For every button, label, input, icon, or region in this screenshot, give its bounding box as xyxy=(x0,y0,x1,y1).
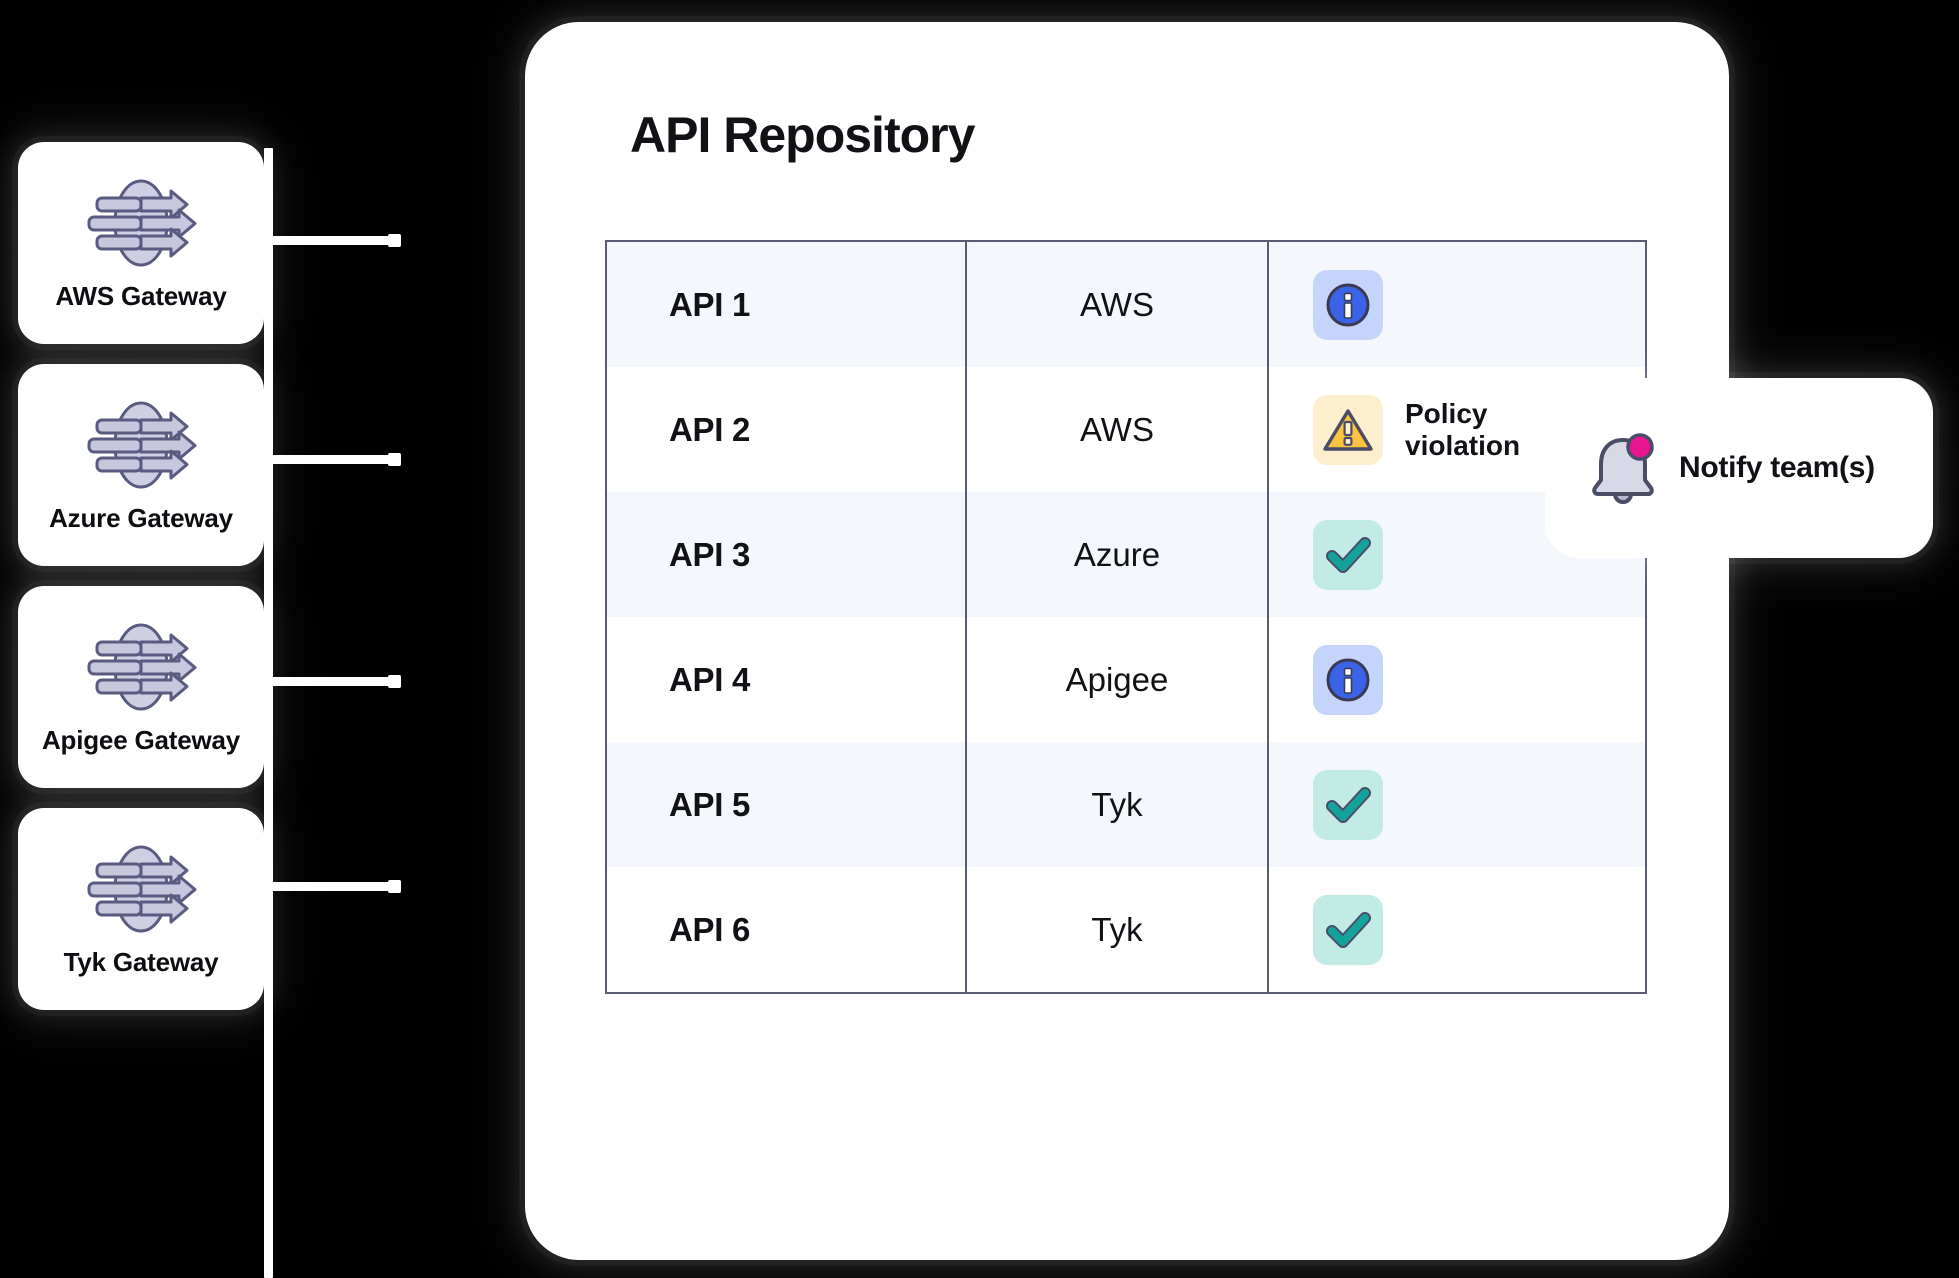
info-icon xyxy=(1313,269,1383,340)
gateway-card-tyk[interactable]: Tyk Gateway xyxy=(18,808,264,1010)
table-row[interactable]: API 1 AWS xyxy=(606,241,1646,367)
api-table: API 1 AWS xyxy=(605,240,1647,994)
check-icon xyxy=(1313,894,1383,965)
cell-api-name: API 1 xyxy=(606,241,967,367)
gateway-list: AWS Gateway Azure Gateway xyxy=(18,142,264,1278)
connector-wires xyxy=(264,0,534,1278)
info-icon xyxy=(1313,644,1383,715)
cell-status xyxy=(1268,867,1646,993)
gateway-card-apigee[interactable]: Apigee Gateway xyxy=(18,586,264,788)
connector-cap-tyk xyxy=(388,880,401,893)
status-label: Policy violation xyxy=(1405,398,1521,461)
table-row[interactable]: API 3 Azure xyxy=(606,492,1646,617)
connector-cap-apigee xyxy=(388,675,401,688)
cell-api-name: API 6 xyxy=(606,867,967,993)
connector-branch-apigee xyxy=(264,677,394,686)
connector-cap-aws xyxy=(388,234,401,247)
cell-status xyxy=(1268,617,1646,742)
table-row[interactable]: API 2 AWS Policy violation xyxy=(606,367,1646,492)
gateway-card-azure[interactable]: Azure Gateway xyxy=(18,364,264,566)
cell-gateway-vendor: Apigee xyxy=(966,617,1269,742)
api-gateway-icon xyxy=(87,623,197,711)
gateway-label: Apigee Gateway xyxy=(41,725,241,755)
api-repository-card: API Repository API 1 AWS xyxy=(525,22,1729,1260)
bell-icon xyxy=(1592,433,1654,504)
notify-teams-card[interactable]: Notify team(s) xyxy=(1545,378,1933,558)
cell-gateway-vendor: Tyk xyxy=(966,742,1269,867)
api-gateway-icon xyxy=(87,845,197,933)
api-gateway-icon xyxy=(87,401,197,489)
page-title: API Repository xyxy=(630,107,975,163)
cell-gateway-vendor: AWS xyxy=(966,367,1269,492)
cell-api-name: API 5 xyxy=(606,742,967,867)
cell-status xyxy=(1268,742,1646,867)
connector-branch-tyk xyxy=(264,882,394,891)
gateway-label: Azure Gateway xyxy=(49,503,233,533)
connector-branch-aws xyxy=(264,236,394,245)
cell-api-name: API 3 xyxy=(606,492,967,617)
gateway-label: Tyk Gateway xyxy=(63,947,219,977)
cell-gateway-vendor: Tyk xyxy=(966,867,1269,993)
table-row[interactable]: API 5 Tyk xyxy=(606,742,1646,867)
cell-gateway-vendor: AWS xyxy=(966,241,1269,367)
connector-branch-azure xyxy=(264,455,394,464)
table-row[interactable]: API 6 Tyk xyxy=(606,867,1646,993)
check-icon xyxy=(1313,519,1383,590)
notify-label: Notify team(s) xyxy=(1679,451,1875,484)
cell-api-name: API 4 xyxy=(606,617,967,742)
cell-status xyxy=(1268,241,1646,367)
gateway-card-aws[interactable]: AWS Gateway xyxy=(18,142,264,344)
connector-trunk xyxy=(264,148,273,1278)
connector-cap-azure xyxy=(388,453,401,466)
gateway-label: AWS Gateway xyxy=(55,281,227,311)
check-icon xyxy=(1313,769,1383,840)
table-row[interactable]: API 4 Apigee xyxy=(606,617,1646,742)
cell-api-name: API 2 xyxy=(606,367,967,492)
warning-icon xyxy=(1313,394,1383,465)
api-gateway-icon xyxy=(87,179,197,267)
cell-gateway-vendor: Azure xyxy=(966,492,1269,617)
